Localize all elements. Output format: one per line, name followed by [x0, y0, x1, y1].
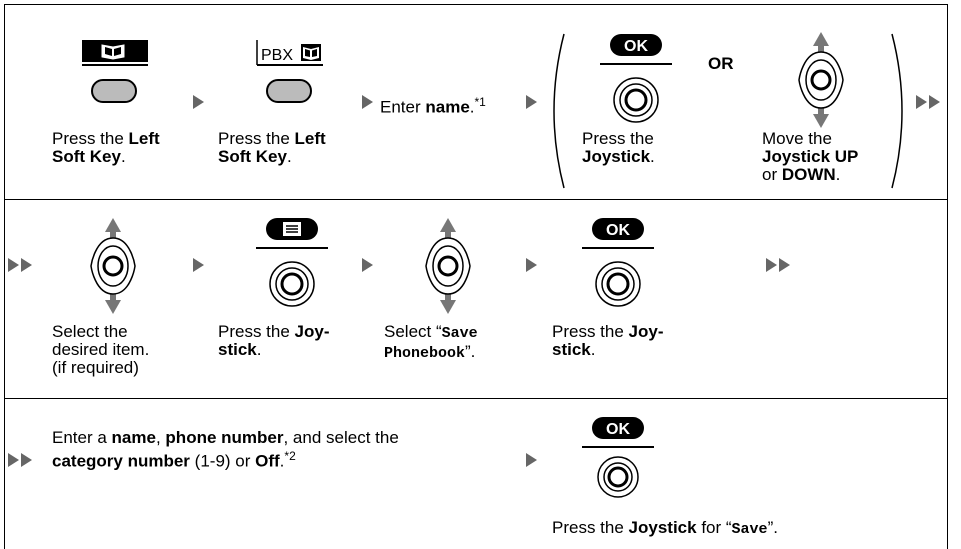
row-divider-1 — [4, 199, 948, 200]
pbx-phonebook-soft-key-icon: PBX — [256, 40, 323, 103]
or-label: OR — [708, 54, 734, 73]
continue-arrow — [929, 95, 940, 109]
next-arrow — [526, 95, 537, 109]
continue-arrow — [8, 453, 19, 467]
next-arrow — [193, 258, 204, 272]
ok-joystick-press-icon: OK — [600, 34, 672, 123]
joystick-up-down-icon — [90, 218, 136, 314]
row2-step2-text: Press the Joy-stick. — [218, 322, 330, 359]
ok-label: OK — [606, 222, 630, 239]
joystick-up-down-icon — [425, 218, 471, 314]
continue-arrow — [21, 453, 32, 467]
row1-step3-text: Enter name.*1 — [380, 95, 486, 117]
next-arrow — [526, 258, 537, 272]
continue-arrow — [21, 258, 32, 272]
next-arrow — [362, 95, 373, 109]
left-parenthesis — [553, 33, 565, 189]
menu-joystick-press-icon — [256, 218, 328, 307]
joystick-up-down-icon — [798, 32, 844, 128]
continue-arrow — [766, 258, 777, 272]
ok-joystick-press-icon: OK — [582, 417, 654, 498]
ok-joystick-press-icon: OK — [582, 218, 654, 307]
row3-press-text: Press the Joystick for “Save”. — [552, 518, 778, 539]
row-divider-2 — [4, 398, 948, 399]
right-parenthesis — [891, 33, 903, 189]
continue-arrow — [8, 258, 19, 272]
ok-label: OK — [624, 38, 648, 55]
instruction-frame — [4, 4, 948, 549]
next-arrow — [362, 258, 373, 272]
continue-arrow — [916, 95, 927, 109]
continue-arrow — [779, 258, 790, 272]
next-arrow — [526, 453, 537, 467]
phonebook-soft-key-icon — [82, 40, 148, 103]
row3-instruction-text: Enter a name, phone number, and select t… — [52, 428, 399, 471]
pbx-label: PBX — [261, 47, 293, 64]
next-arrow — [193, 95, 204, 109]
row2-step4-text: Press the Joy-stick. — [552, 322, 664, 359]
ok-label: OK — [606, 421, 630, 438]
